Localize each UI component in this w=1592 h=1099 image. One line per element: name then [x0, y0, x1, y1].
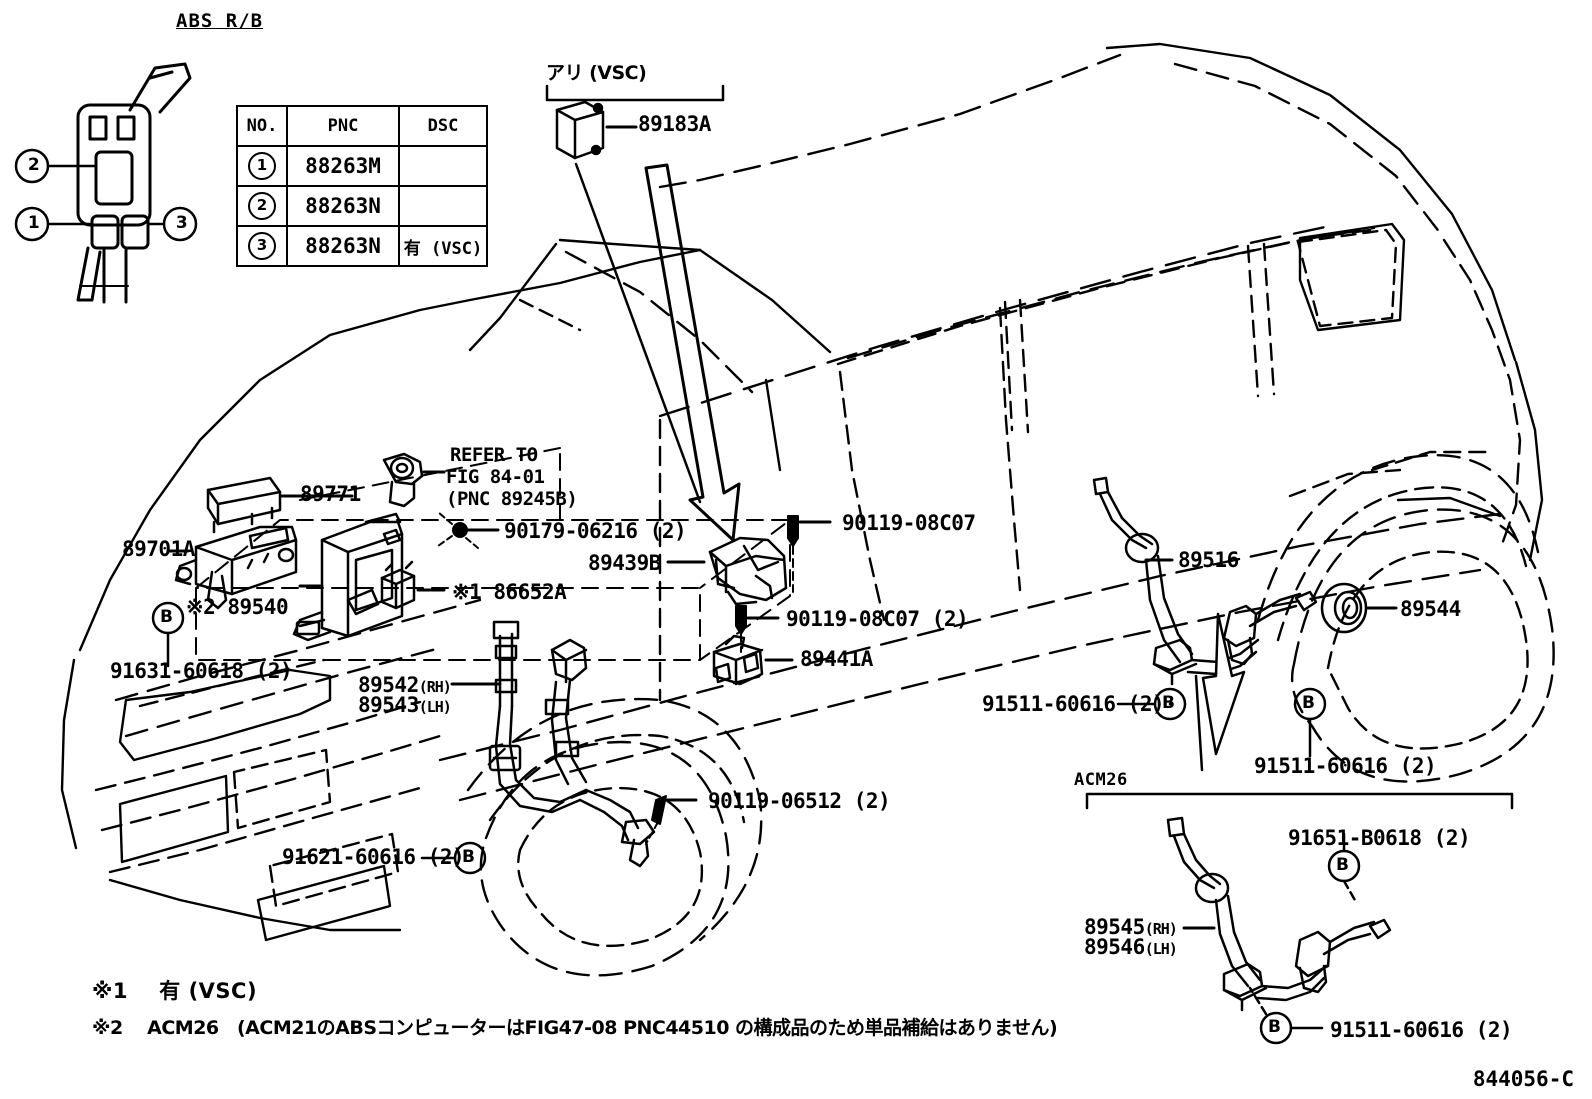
part-89542-89543-shape — [488, 620, 656, 868]
table-cell-dsc — [398, 145, 488, 187]
part-89439B-shape — [708, 536, 788, 606]
part-label-91631-60618: 91631-60618 (2) — [110, 659, 293, 683]
bolt-letter: B — [1162, 693, 1176, 713]
table-cell-pnc: 88263M — [286, 145, 400, 187]
row-number-circle: 3 — [248, 232, 276, 260]
part-label-89441A: 89441A — [800, 647, 873, 671]
part-89183A-shape — [555, 100, 605, 160]
bolt-letter: B — [1302, 693, 1316, 713]
relay-callout-3: 3 — [175, 213, 189, 233]
installation-arrow-front — [644, 163, 741, 542]
refer-to-line2: FIG 84-01 — [446, 466, 545, 488]
part-label-89183A: 89183A — [638, 112, 711, 136]
bolt-letter: B — [1268, 1017, 1282, 1037]
rh-suffix: (RH) — [1144, 920, 1178, 938]
refer-to-line1: REFER TO — [450, 444, 538, 466]
bolt-symbols — [151, 601, 1361, 1045]
part-label-91651-B0618: 91651-B0618 (2) — [1288, 826, 1471, 850]
part-label-89544: 89544 — [1400, 597, 1461, 621]
part-label-91511-60616-b: 91511-60616 (2) — [1254, 754, 1437, 778]
part-89540-shape — [292, 512, 404, 642]
part-89245B-shape — [382, 452, 424, 508]
rh-suffix: (RH) — [418, 678, 452, 696]
bolt-letter: B — [462, 847, 476, 867]
relay-block-illustration — [76, 62, 192, 304]
table-header-dsc: DSC — [398, 105, 488, 147]
table-cell-no: 3 — [236, 225, 288, 267]
part-89544-shape — [1320, 582, 1368, 634]
part-89516-shape — [1092, 476, 1318, 686]
part-label-90119-08C07-a: 90119-08C07 — [842, 511, 976, 535]
part-label-91621-60616: 91621-60616 (2) — [282, 845, 465, 869]
lh-suffix: (LH) — [418, 698, 452, 716]
lh-suffix: (LH) — [1144, 940, 1178, 958]
vsc-bracket-label: アリ (VSC) — [546, 62, 647, 84]
part-86652A-shape — [380, 560, 416, 610]
part-label-90119-08C07-b: 90119-08C07 (2) — [786, 607, 969, 631]
row-number-circle: 1 — [248, 152, 276, 180]
table-header-no: NO. — [236, 105, 288, 147]
part-label-89542: 89542(RH) — [358, 673, 452, 697]
part-label-91511-60616-a: 91511-60616 (2) — [982, 692, 1165, 716]
footnote-1: ※1 有 (VSC) — [92, 979, 258, 1003]
footnote-2: ※2 ACM26 (ACM21のABSコンピューターはFIG47-08 PNC4… — [92, 1017, 1058, 1039]
part-label-90119-06512: 90119-06512 (2) — [708, 789, 891, 813]
part-89545-89546-shape — [1166, 816, 1392, 1012]
acm26-bracket — [1085, 792, 1514, 810]
part-label-86652A: ※1 86652A — [452, 580, 567, 604]
refer-to-line3: (PNC 89245B) — [446, 488, 578, 510]
relay-callout-2: 2 — [27, 155, 41, 175]
part-label-89546: 89546(LH) — [1084, 935, 1178, 959]
acm26-bracket-label: ACM26 — [1074, 770, 1128, 790]
relay-callout-leaders — [14, 148, 198, 242]
part-label-89771: 89771 — [300, 482, 361, 506]
row-number-circle: 2 — [248, 192, 276, 220]
part-label-89439B: 89439B — [588, 551, 661, 575]
part-90119-08C07-shapes — [735, 515, 799, 653]
bolt-letter: B — [1336, 855, 1350, 875]
part-label-89543: 89543(LH) — [358, 693, 452, 717]
part-89701A-shape — [174, 525, 298, 610]
part-90119-06512-shape — [645, 795, 667, 845]
abs-rb-table-wrapper: NO. PNC DSC 1 88263M 2 88263N 3 — [236, 105, 488, 267]
part-89441A-shape — [712, 634, 764, 686]
figure-number: 844056-C — [1472, 1067, 1574, 1091]
table-cell-pnc: 88263N — [286, 225, 400, 267]
part-89771-shape — [206, 476, 282, 534]
abs-rb-title: ABS R/B — [176, 10, 264, 32]
table-header-pnc: PNC — [286, 105, 400, 147]
table-row: 2 88263N — [236, 185, 488, 227]
table-row: 1 88263M — [236, 145, 488, 187]
table-cell-pnc: 88263N — [286, 185, 400, 227]
relay-callout-1: 1 — [27, 213, 41, 233]
part-label-91511-60616-c: 91511-60616 (2) — [1330, 1018, 1513, 1042]
part-label-89545: 89545(RH) — [1084, 915, 1178, 939]
part-label-89701A: 89701A — [122, 537, 195, 561]
abs-rb-table: NO. PNC DSC 1 88263M 2 88263N 3 — [236, 105, 488, 267]
table-header-row: NO. PNC DSC — [236, 105, 488, 147]
acm26-reference-arrow — [1201, 612, 1246, 756]
part-label-89540: ※2 89540 — [186, 595, 289, 619]
table-cell-no: 2 — [236, 185, 288, 227]
part-label-90179-06216: 90179-06216 (2) — [504, 519, 687, 543]
vsc-bracket — [545, 84, 725, 102]
table-cell-dsc: 有 (VSC) — [398, 225, 488, 267]
bolt-letter: B — [160, 607, 174, 627]
table-row: 3 88263N 有 (VSC) — [236, 225, 488, 267]
vehicle-body-outline — [60, 42, 1555, 977]
part-label-89516: 89516 — [1178, 548, 1239, 572]
table-cell-dsc — [398, 185, 488, 227]
table-cell-no: 1 — [236, 145, 288, 187]
